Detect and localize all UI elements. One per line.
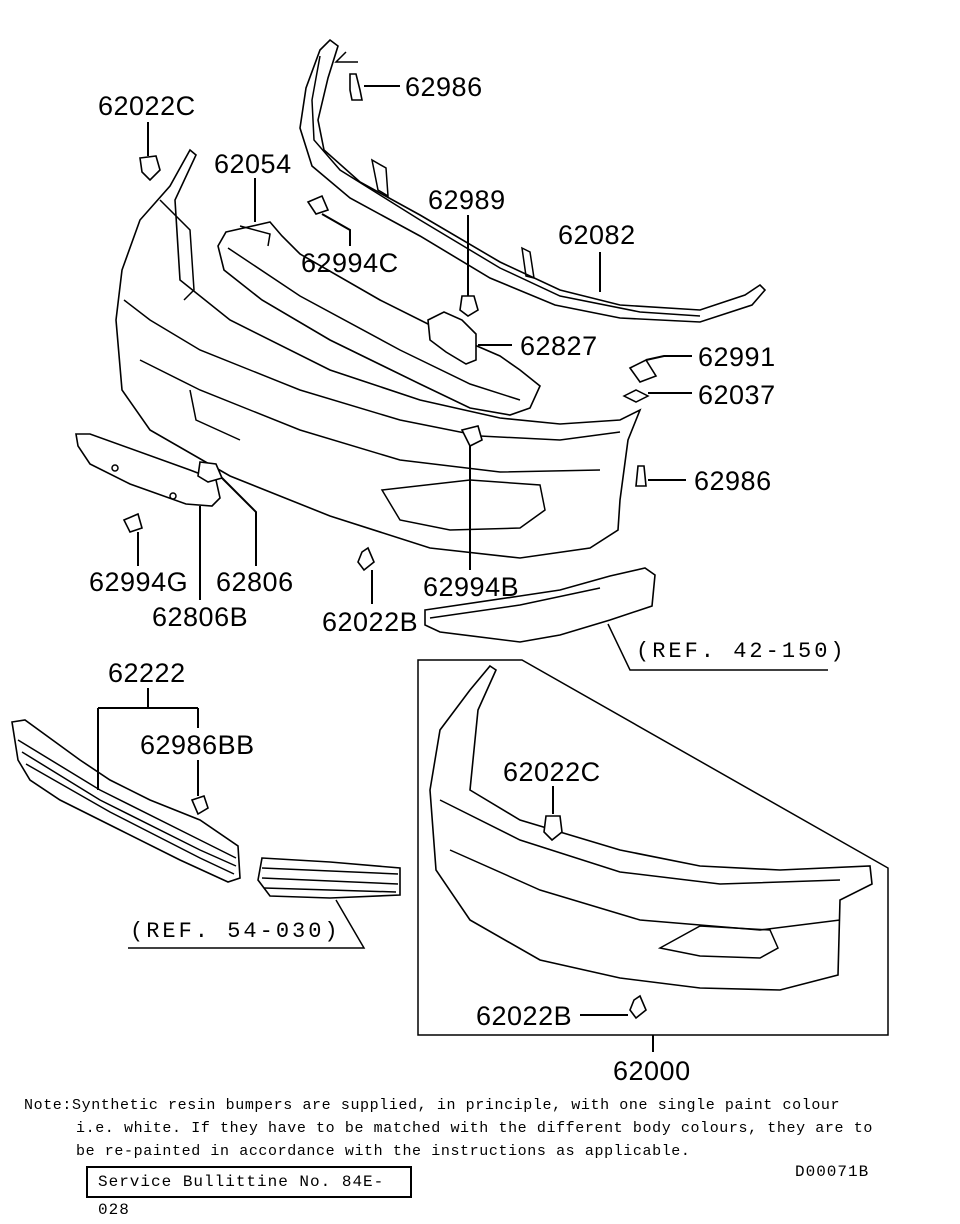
part-label-62022C-inset[interactable]: 62022C: [503, 757, 601, 787]
drawing-code: D00071B: [795, 1163, 870, 1181]
screw-62986-top-icon: [349, 73, 363, 101]
part-label-62022B-inset[interactable]: 62022B: [476, 1001, 573, 1031]
part-label-62037[interactable]: 62037: [698, 380, 776, 410]
clip-62022B-mid-icon: [357, 546, 375, 572]
note-line-3: be re-painted in accordance with the ins…: [76, 1143, 691, 1160]
energy-absorber-62054: [217, 221, 541, 416]
bolt-62994B-icon: [460, 425, 483, 448]
clip-62022C-inset-icon: [543, 815, 563, 842]
screw-62986BB-icon: [190, 794, 209, 816]
bolt-62994C-icon: [306, 194, 330, 215]
part-label-62000[interactable]: 62000: [613, 1056, 691, 1086]
part-label-62827[interactable]: 62827: [520, 331, 598, 361]
side-bracket-62806B: [75, 433, 221, 507]
part-label-62994C[interactable]: 62994C: [301, 248, 399, 278]
part-label-62986BB[interactable]: 62986BB: [140, 730, 255, 760]
service-bulletin-box: Service Bullittine No. 84E-028: [86, 1166, 412, 1219]
grille-62222: [11, 719, 241, 883]
bracket-62827: [427, 311, 477, 365]
clip-62022B-inset-icon: [629, 994, 647, 1020]
washer-62037-icon: [622, 389, 650, 403]
part-label-62054[interactable]: 62054: [214, 149, 292, 179]
part-label-62991[interactable]: 62991: [698, 342, 776, 372]
part-label-62082[interactable]: 62082: [558, 220, 636, 250]
clip-62991-icon: [628, 358, 658, 383]
part-label-62986-top[interactable]: 62986: [405, 72, 483, 102]
note-line-1: Note:Synthetic resin bumpers are supplie…: [24, 1097, 841, 1114]
bumper-assembly-inset: [417, 659, 889, 1036]
ref-label-42-150[interactable]: (REF. 42-150): [636, 639, 847, 664]
part-label-62994B[interactable]: 62994B: [423, 572, 520, 602]
bolt-62994G-icon: [122, 512, 143, 533]
clip-62806: [197, 461, 224, 483]
part-label-62806B[interactable]: 62806B: [152, 602, 249, 632]
bumper-cover-exploded: [115, 148, 642, 559]
part-label-62022B-mid[interactable]: 62022B: [322, 607, 419, 637]
part-label-62994G[interactable]: 62994G: [89, 567, 189, 597]
part-label-62222[interactable]: 62222: [108, 658, 186, 688]
spoiler-ref-42-150: [424, 567, 656, 643]
screw-62986-right-icon: [635, 465, 647, 487]
clip-62022C-top-icon: [139, 155, 161, 182]
part-label-62022C-top[interactable]: 62022C: [98, 91, 196, 121]
ref-label-54-030[interactable]: (REF. 54-030): [130, 919, 341, 944]
fog-grille-ref-54-030: [257, 857, 401, 899]
part-label-62986-right[interactable]: 62986: [694, 466, 772, 496]
note-line-2: i.e. white. If they have to be matched w…: [76, 1120, 873, 1137]
part-label-62989[interactable]: 62989: [428, 185, 506, 215]
leader-lines: [97, 85, 828, 1052]
reinforcement-bar-62082: [299, 38, 767, 323]
part-label-62806[interactable]: 62806: [216, 567, 294, 597]
nut-62989-icon: [459, 295, 479, 317]
fasteners: [122, 73, 658, 1020]
